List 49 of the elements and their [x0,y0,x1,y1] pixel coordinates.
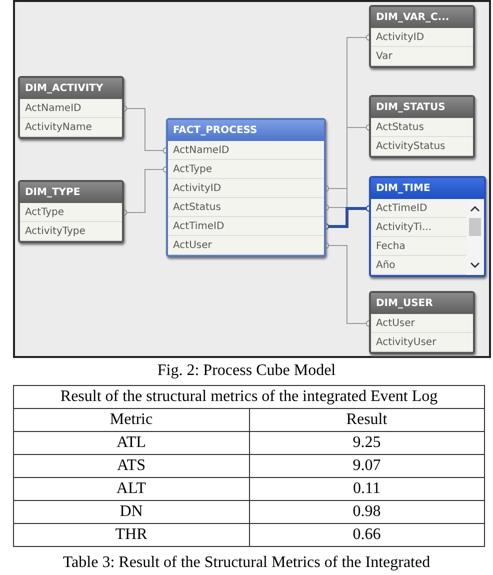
table-cell: DN [14,500,249,524]
field-name: ActStatus [371,118,473,137]
table-box [369,5,475,68]
field-name: ActivityStatus [371,137,473,156]
field-name: ActivityName [20,118,122,137]
field-name: ActivityUser [371,333,473,352]
table-name: DIM_TYPE [20,182,122,203]
table-box [18,180,124,243]
table-box [369,176,486,277]
table-name: DIM_ACTIVITY [20,78,122,99]
field-name: ActivityID [168,179,324,198]
table-cell: ATS [14,454,249,478]
table-name: DIM_STATUS [371,97,473,118]
field-name: ActivityID [371,28,473,47]
field-name: Var [371,47,473,66]
table-box [166,118,326,257]
table-cell: 9.25 [249,432,484,454]
field-name: ActType [20,203,122,222]
table-name: DIM_TIME [371,178,484,199]
table-cell: ATL [14,432,249,454]
field-name: ActivityTi... [371,218,466,237]
field-name: ActivityType [20,222,122,241]
figure-caption: Fig. 2: Process Cube Model [156,362,337,380]
field-name: ActUser [168,236,324,255]
table-box [18,76,124,139]
field-name: Año [371,256,466,275]
column-header: Metric [14,408,249,432]
table-box [369,95,475,158]
table-title: Result of the structural metrics of the integrated Event Log [14,386,484,408]
column-header: Result [249,408,484,432]
field-name: Fecha [371,237,466,256]
table-cell: 0.11 [249,478,484,500]
field-name: ActNameID [168,141,324,160]
field-name: ActTimeID [168,217,324,236]
table-box [369,291,475,354]
field-name: ActStatus [168,198,324,217]
table-name: DIM_VAR_C... [371,7,473,28]
table-cell: 9.07 [249,454,484,478]
field-name: ActNameID [20,99,122,118]
table-caption: Table 3: Result of the Structural Metrics of the Integrated [62,554,432,572]
field-name: ActTimeID [371,199,466,218]
table-name: DIM_USER [371,293,473,314]
table-cell: THR [14,524,249,546]
table-cell: 0.66 [249,524,484,546]
table-name: FACT_PROCESS [168,120,324,141]
field-name: ActUser [371,314,473,333]
table-cell: ALT [14,478,249,500]
table-cell: 0.98 [249,500,484,524]
field-name: ActType [168,160,324,179]
